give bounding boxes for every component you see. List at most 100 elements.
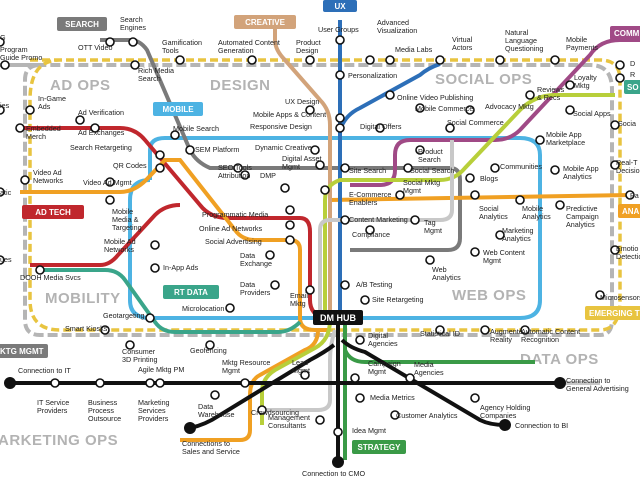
station-user-groups[interactable] bbox=[335, 35, 345, 45]
station-customer-analytics[interactable] bbox=[390, 410, 400, 420]
station-personalization[interactable] bbox=[335, 70, 345, 80]
station-search-engines[interactable] bbox=[128, 37, 138, 47]
badge-commerce[interactable]: COMM bbox=[610, 26, 640, 40]
station-qr-codes[interactable] bbox=[155, 163, 165, 173]
terminal-connection-cmo[interactable] bbox=[332, 456, 344, 468]
station-in-app-ads[interactable] bbox=[150, 263, 160, 273]
station-auto-content-recognition[interactable] bbox=[520, 325, 530, 335]
station-mobile-search[interactable] bbox=[170, 130, 180, 140]
station-nlq[interactable] bbox=[495, 55, 505, 65]
station-advanced-viz[interactable] bbox=[365, 55, 375, 65]
station-attribution[interactable] bbox=[240, 170, 250, 180]
station-ad-exchanges[interactable] bbox=[90, 123, 100, 133]
station-smart-kiosks[interactable] bbox=[100, 325, 110, 335]
station-automated-content[interactable] bbox=[247, 55, 257, 65]
station-in-game-ads[interactable] bbox=[25, 105, 35, 115]
station-communities[interactable] bbox=[490, 163, 500, 173]
station-idea-mgmt[interactable] bbox=[333, 427, 343, 437]
station-tag-mgmt[interactable] bbox=[410, 215, 420, 225]
station-d-partial[interactable] bbox=[615, 60, 625, 70]
station-advocacy[interactable] bbox=[465, 105, 475, 115]
station-rich-media[interactable] bbox=[130, 60, 140, 70]
station-mobile-app-marketplace[interactable] bbox=[535, 135, 545, 145]
terminal-connection-sales[interactable] bbox=[184, 422, 196, 434]
station-mobile-commerce[interactable] bbox=[415, 103, 425, 113]
station-agile-mktg-pm[interactable] bbox=[155, 378, 165, 388]
badge-emerging[interactable]: EMERGING T bbox=[585, 306, 640, 320]
station-mobile-payments[interactable] bbox=[550, 55, 560, 65]
station-social-partial[interactable] bbox=[610, 120, 620, 130]
station-product-search[interactable] bbox=[415, 145, 425, 155]
station-product-design[interactable] bbox=[305, 55, 315, 65]
badge-mktg-mgmt[interactable]: KTG MGMT bbox=[0, 344, 48, 358]
station-video-ad-networks[interactable] bbox=[20, 175, 30, 185]
station-real-time-decision[interactable] bbox=[610, 160, 620, 170]
station-online-ad-networks[interactable] bbox=[285, 220, 295, 230]
station-g-partial[interactable] bbox=[0, 37, 5, 47]
station-dmp[interactable] bbox=[280, 183, 290, 193]
station-site-retargeting[interactable] bbox=[360, 295, 370, 305]
badge-adtech[interactable]: AD TECH bbox=[22, 205, 84, 219]
station-program-guide[interactable] bbox=[0, 60, 10, 70]
station-media-metrics[interactable] bbox=[355, 393, 365, 403]
station-social-mktg-mgmt[interactable] bbox=[395, 190, 405, 200]
badge-social[interactable]: SO bbox=[624, 80, 640, 94]
station-search-retargeting[interactable] bbox=[155, 150, 165, 160]
station-mobile-media[interactable] bbox=[105, 195, 115, 205]
station-microlocation[interactable] bbox=[225, 303, 235, 313]
terminal-connection-general[interactable] bbox=[554, 377, 566, 389]
station-statistical-id[interactable] bbox=[435, 325, 445, 335]
station-media-labs[interactable] bbox=[385, 55, 395, 65]
station-web-analytics[interactable] bbox=[425, 255, 435, 265]
station-emotion-detection[interactable] bbox=[610, 245, 620, 255]
station-marketing-analytics[interactable] bbox=[495, 230, 505, 240]
station-augmented-reality[interactable] bbox=[480, 325, 490, 335]
station-digital-asset[interactable] bbox=[315, 160, 325, 170]
station-ecommerce-enablers[interactable] bbox=[320, 185, 330, 195]
station-content-marketing[interactable] bbox=[340, 215, 350, 225]
station-email-mktg[interactable] bbox=[305, 285, 315, 295]
station-digital-offers[interactable] bbox=[375, 123, 385, 133]
station-it-service[interactable] bbox=[50, 378, 60, 388]
station-mobile-app-analytics[interactable] bbox=[550, 165, 560, 175]
station-ad-verification[interactable] bbox=[75, 115, 85, 125]
station-business-process[interactable] bbox=[95, 378, 105, 388]
station-online-video-pub[interactable] bbox=[385, 90, 395, 100]
station-data-exchange[interactable] bbox=[265, 250, 275, 260]
badge-mobile[interactable]: MOBILE bbox=[153, 102, 203, 116]
station-reviews-recs[interactable] bbox=[525, 90, 535, 100]
station-microsensors[interactable] bbox=[595, 290, 605, 300]
station-campaign-mgmt[interactable] bbox=[350, 373, 360, 383]
station-data-providers[interactable] bbox=[270, 280, 280, 290]
station-compliance[interactable] bbox=[365, 225, 375, 235]
station-lead-mgmt[interactable] bbox=[300, 370, 310, 380]
station-geofencing[interactable] bbox=[205, 340, 215, 350]
station-geotargeting[interactable] bbox=[145, 313, 155, 323]
dm-hub[interactable]: DM HUB bbox=[313, 310, 363, 325]
station-mobile-apps-content[interactable] bbox=[335, 113, 345, 123]
station-media-agencies[interactable] bbox=[405, 373, 415, 383]
station-dynamic-creative[interactable] bbox=[310, 145, 320, 155]
station-mgmt-consultants[interactable] bbox=[315, 415, 325, 425]
station-pa[interactable] bbox=[625, 190, 635, 200]
station-left-ies1[interactable] bbox=[0, 105, 5, 115]
station-sem-platform[interactable] bbox=[185, 145, 195, 155]
station-mobile-ad-networks[interactable] bbox=[150, 240, 160, 250]
station-marketing-services[interactable] bbox=[145, 378, 155, 388]
terminal-connection-it[interactable] bbox=[4, 377, 16, 389]
badge-rtdata[interactable]: RT DATA bbox=[163, 285, 219, 299]
badge-search[interactable]: SEARCH bbox=[57, 17, 107, 31]
station-seo-tools[interactable] bbox=[233, 163, 243, 173]
station-virtual-actors[interactable] bbox=[435, 55, 445, 65]
station-mobile-analytics[interactable] bbox=[515, 195, 525, 205]
station-left-atic[interactable] bbox=[0, 187, 5, 197]
station-loyalty[interactable] bbox=[565, 80, 575, 90]
station-ott-video[interactable] bbox=[105, 37, 115, 47]
station-social-advertising[interactable] bbox=[285, 235, 295, 245]
station-mktg-resource[interactable] bbox=[240, 378, 250, 388]
station-embedded-merch[interactable] bbox=[15, 123, 25, 133]
badge-creative[interactable]: CREATIVE bbox=[234, 15, 296, 29]
station-video-ad-mgmt[interactable] bbox=[105, 177, 115, 187]
station-data-warehouse[interactable] bbox=[210, 390, 220, 400]
station-social-search[interactable] bbox=[403, 163, 413, 173]
